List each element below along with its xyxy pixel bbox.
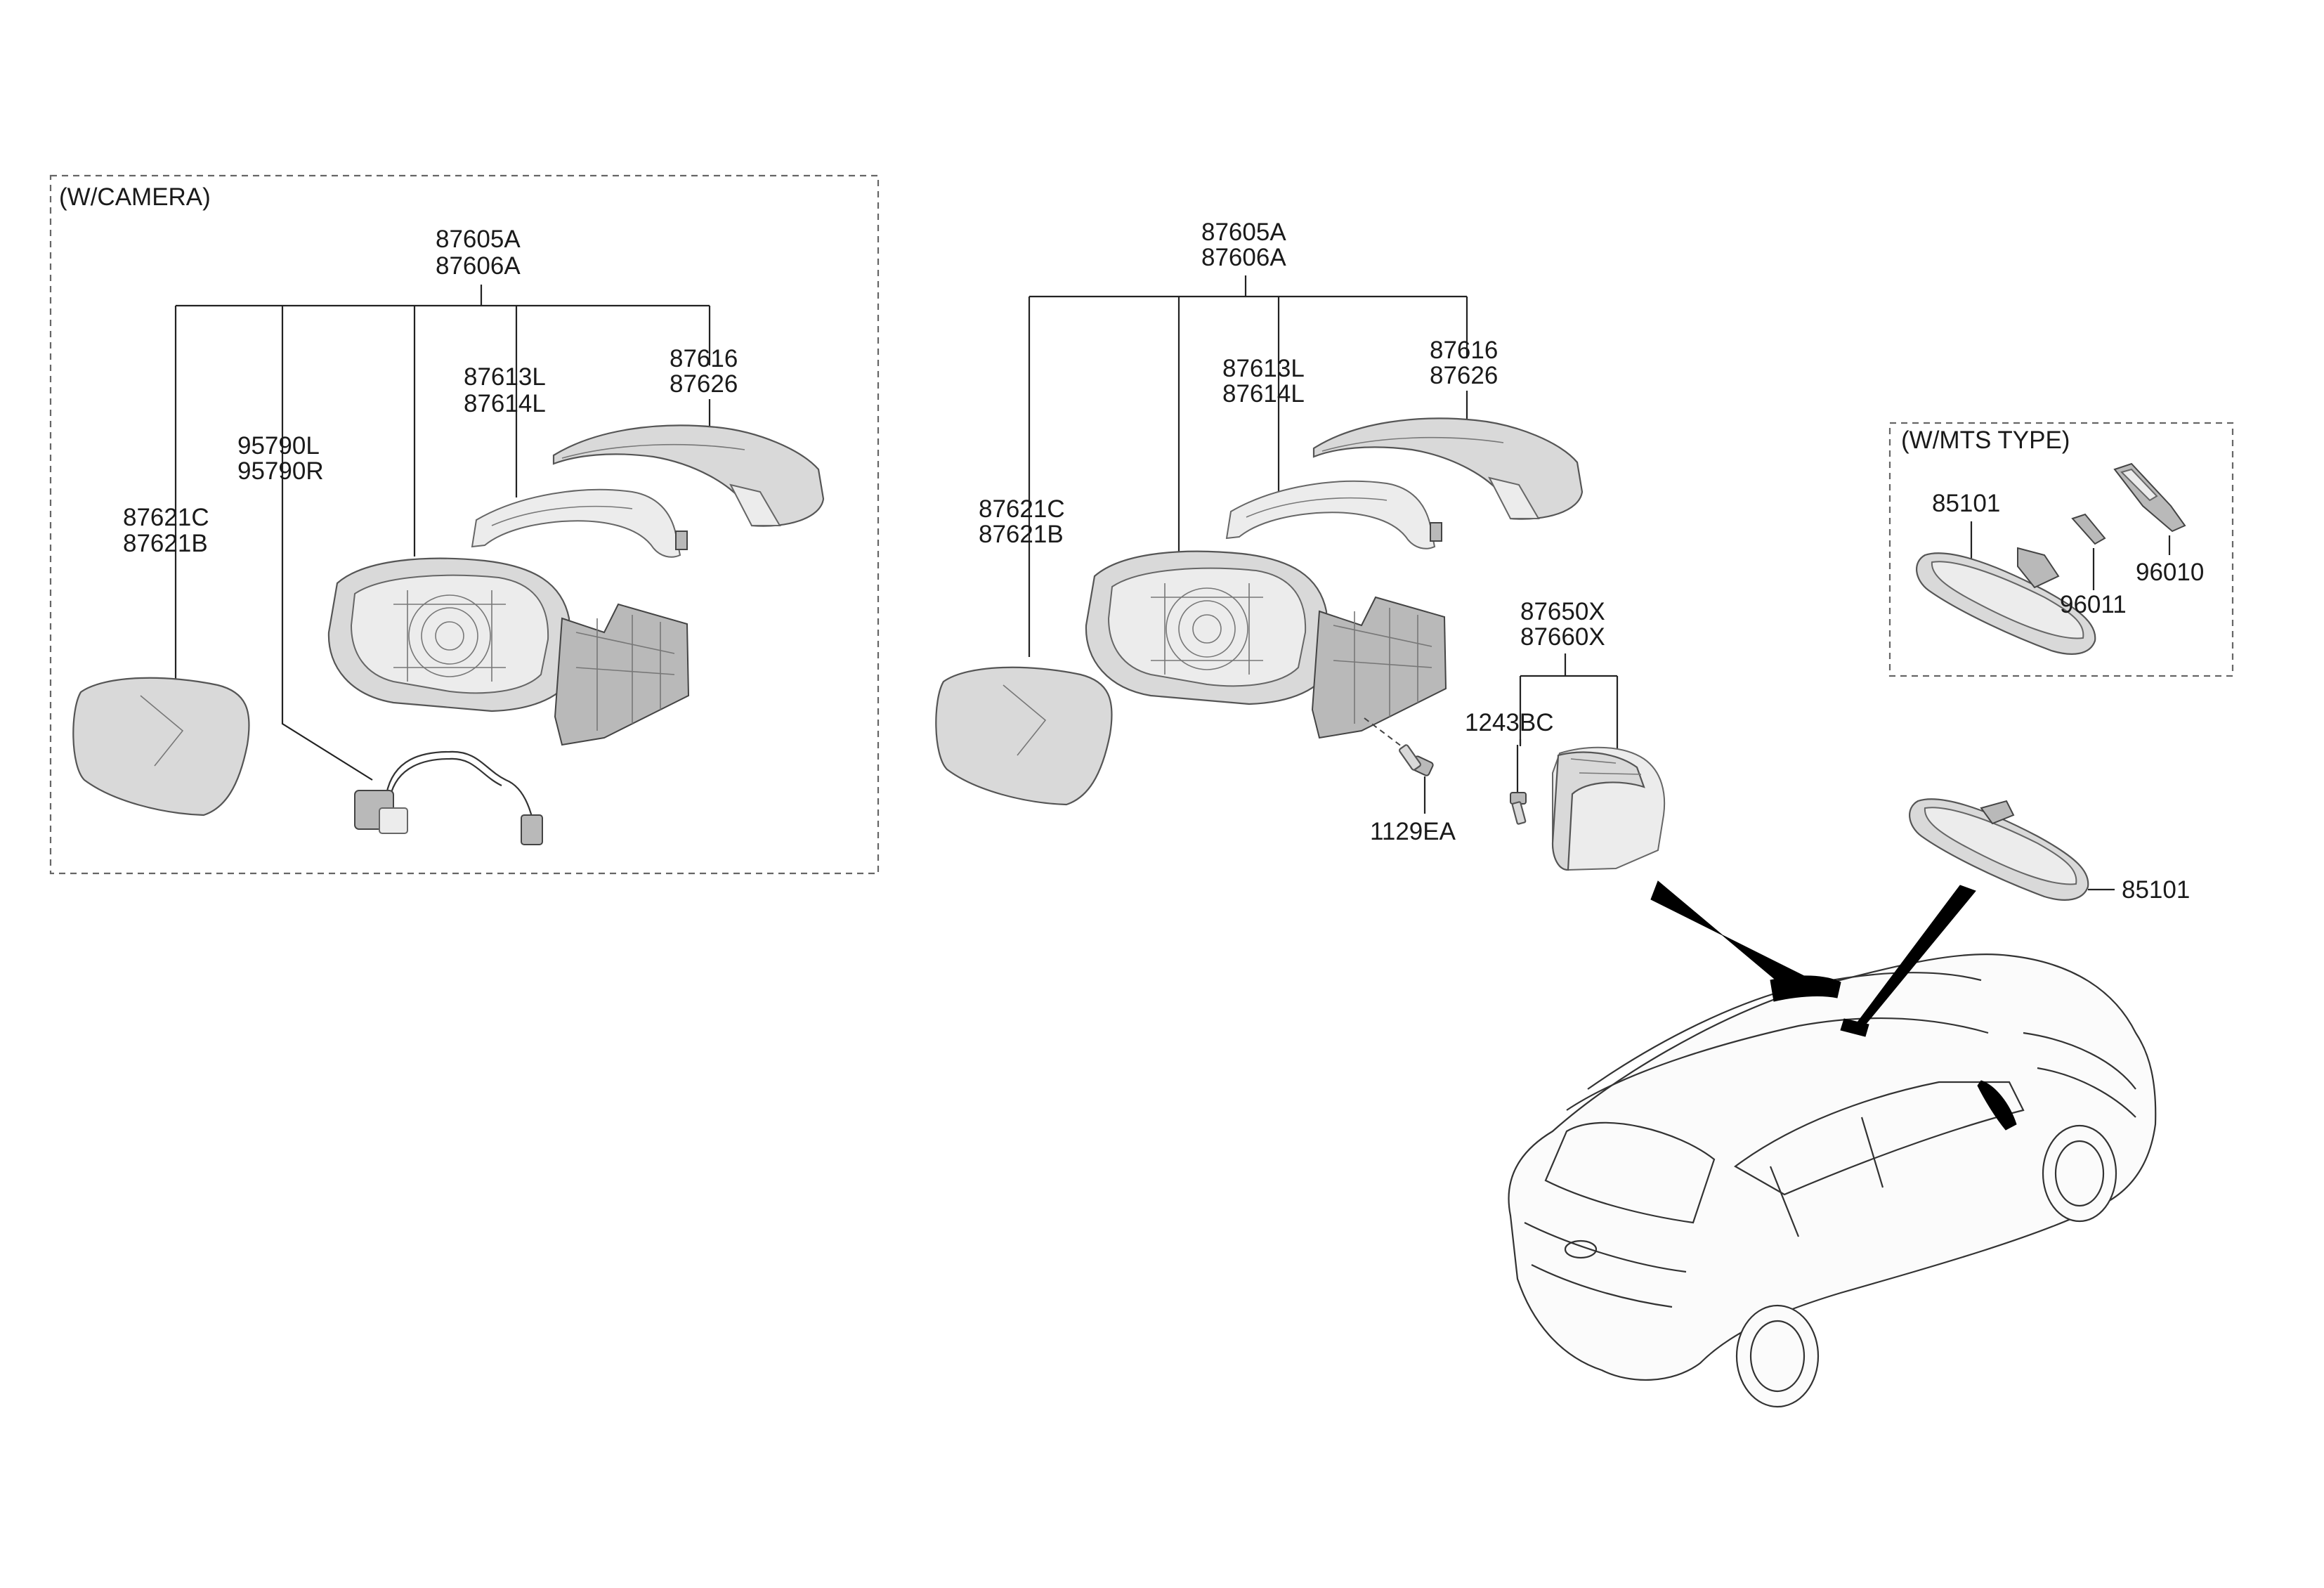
label-mts-inside-mirror[interactable]: 85101 bbox=[1932, 490, 2000, 517]
outside-mirror-pointer bbox=[1650, 880, 1814, 988]
label-glass-a[interactable]: 87621C bbox=[123, 504, 209, 531]
door-lines bbox=[1769, 1117, 1884, 1237]
roof-line-inner bbox=[1566, 1017, 1989, 1111]
small-screw-part[interactable] bbox=[1510, 792, 1527, 825]
label-screw-small[interactable]: 1243BC bbox=[1465, 709, 1553, 736]
inside-mirror-pointer bbox=[1854, 885, 1976, 1028]
label-camera-b[interactable]: 95790R bbox=[237, 457, 324, 485]
cap-leader bbox=[1519, 653, 1619, 753]
mirror-cover-part[interactable] bbox=[552, 424, 825, 527]
rear-bumper-lines bbox=[1524, 1222, 1687, 1308]
label-cap-a[interactable]: 87650X bbox=[1520, 598, 1605, 625]
label-inside-mirror[interactable]: 85101 bbox=[2122, 876, 2190, 904]
label-camera-a[interactable]: 95790L bbox=[237, 432, 320, 460]
main-group: 87605A 87606A 87616 87626 87613L 87614L … bbox=[935, 219, 2190, 904]
label-lamp-a-main[interactable]: 87613L bbox=[1222, 355, 1305, 382]
mts-cover-large-part[interactable] bbox=[2113, 462, 2186, 533]
mirror-cover-part-main[interactable] bbox=[1312, 417, 1584, 520]
mts-cover-small-part[interactable] bbox=[2071, 513, 2106, 545]
mirror-glass-part-main[interactable] bbox=[935, 666, 1113, 806]
label-cover-b[interactable]: 87626 bbox=[670, 370, 738, 398]
mts-inside-mirror-part[interactable] bbox=[1915, 547, 2096, 655]
rear-window bbox=[1544, 1121, 1716, 1224]
front-hood-lines bbox=[2023, 1031, 2136, 1118]
rear-emblem bbox=[1564, 1239, 1598, 1259]
mts-group-frame bbox=[1888, 422, 2234, 677]
label-cap-b[interactable]: 87660X bbox=[1520, 623, 1605, 651]
front-wheel bbox=[2042, 1124, 2117, 1223]
label-bolt[interactable]: 1129EA bbox=[1370, 818, 1456, 845]
label-assembly-b[interactable]: 87606A bbox=[436, 252, 521, 280]
mirror-glass-part[interactable] bbox=[72, 677, 250, 816]
label-assembly-a[interactable]: 87605A bbox=[436, 226, 521, 253]
camera-group-frame bbox=[49, 174, 880, 875]
label-assembly-b-main[interactable]: 87606A bbox=[1201, 244, 1286, 271]
bolt-part[interactable] bbox=[1399, 744, 1434, 776]
label-glass-b-main[interactable]: 87621B bbox=[979, 521, 1064, 548]
label-glass-b[interactable]: 87621B bbox=[123, 530, 208, 557]
mts-group: (W/MTS TYPE) 85101 96011 96010 bbox=[1888, 422, 2234, 677]
label-assembly-a-main[interactable]: 87605A bbox=[1201, 219, 1286, 246]
label-cover-b-main[interactable]: 87626 bbox=[1430, 362, 1498, 389]
label-mts-cover-b[interactable]: 96010 bbox=[2136, 559, 2204, 586]
turn-lamp-part-main[interactable] bbox=[1225, 480, 1442, 549]
label-cover-a-main[interactable]: 87616 bbox=[1430, 337, 1498, 364]
label-lamp-b-main[interactable]: 87614L bbox=[1222, 380, 1305, 408]
side-windows bbox=[1734, 1081, 2025, 1196]
turn-lamp-part[interactable] bbox=[471, 488, 688, 558]
label-mts-cover-a[interactable]: 96011 bbox=[2060, 591, 2127, 618]
side-mirror-location-marker bbox=[1977, 1080, 2017, 1131]
label-lamp-b[interactable]: 87614L bbox=[464, 390, 546, 417]
assembly-leader-main bbox=[1028, 275, 1468, 657]
rear-wheel bbox=[1735, 1304, 1820, 1408]
inside-mirror-part[interactable] bbox=[1908, 798, 2089, 901]
mirror-housing-part[interactable] bbox=[327, 557, 690, 746]
vehicle-body bbox=[1508, 953, 2157, 1381]
camera-harness-part[interactable] bbox=[354, 750, 543, 845]
cap-part[interactable] bbox=[1551, 746, 1666, 871]
label-cover-a[interactable]: 87616 bbox=[670, 345, 738, 372]
camera-group-title: (W/CAMERA) bbox=[59, 183, 211, 211]
label-lamp-a[interactable]: 87613L bbox=[464, 363, 546, 391]
label-glass-a-main[interactable]: 87621C bbox=[979, 495, 1065, 523]
assembly-leader bbox=[174, 285, 711, 781]
vehicle-illustration bbox=[1508, 880, 2157, 1408]
mirror-housing-part-main[interactable] bbox=[1085, 550, 1447, 739]
mts-group-title: (W/MTS TYPE) bbox=[1901, 427, 2070, 454]
camera-group: (W/CAMERA) 87605A 87606A 87616 87626 876… bbox=[49, 174, 880, 875]
